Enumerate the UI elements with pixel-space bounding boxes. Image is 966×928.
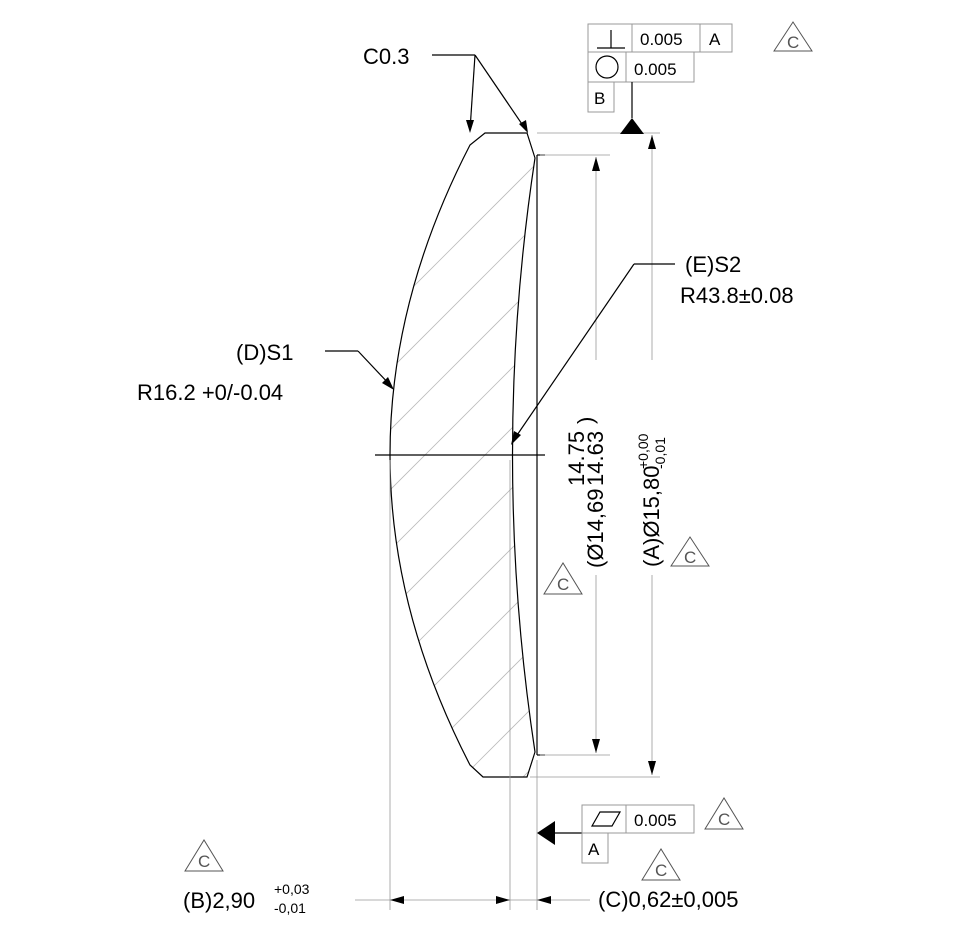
datum-b-label: B (594, 89, 605, 108)
datum-triangle-icon (537, 821, 555, 845)
svg-text:(A)Ø15,80: (A)Ø15,80 (639, 466, 664, 568)
flatness-icon (590, 811, 622, 827)
svg-text:C: C (718, 810, 730, 829)
feature-control-frame-bottom: 0.005 A (537, 804, 695, 864)
surface-s1-radius: R16.2 +0/-0.04 (137, 380, 283, 405)
circularity-icon (595, 55, 619, 79)
svg-text:0.005: 0.005 (634, 811, 677, 830)
svg-text:(B)2,90: (B)2,90 (183, 888, 255, 913)
datum-a-label: A (588, 840, 600, 859)
svg-text:0.005: 0.005 (634, 60, 677, 79)
clear-aperture-dimension: (Ø14,69 14.75 14.63 ) (564, 417, 608, 568)
svg-text:C: C (684, 548, 696, 567)
outer-diameter-dimension: (A)Ø15,80 +0,00 -0,01 (635, 433, 668, 567)
surface-s2-radius: R43.8±0.08 (680, 283, 794, 308)
svg-text:+0,00: +0,00 (635, 433, 651, 469)
svg-text:14.63: 14.63 (583, 431, 608, 486)
surface-s1-label: (D)S1 (236, 340, 293, 365)
section-hatching (390, 159, 535, 777)
edge-thickness-dimension: (C)0,62±0,005 (598, 887, 739, 912)
special-characteristic-icon: C (543, 562, 583, 595)
svg-text:-0,01: -0,01 (274, 900, 306, 916)
surface-s2-label: (E)S2 (685, 252, 741, 277)
svg-text:C: C (655, 861, 667, 880)
svg-text:+0,03: +0,03 (274, 881, 310, 897)
special-characteristic-icon: C (641, 848, 681, 881)
datum-triangle-icon (620, 118, 644, 134)
lens-profile (389, 132, 536, 778)
feature-control-frame-top: 0.005 A 0.005 B (587, 23, 733, 134)
svg-text:C: C (787, 33, 799, 52)
special-characteristic-icon: C (670, 536, 710, 567)
special-characteristic-icon: C (773, 21, 813, 52)
center-thickness-dimension: (B)2,90 +0,03 -0,01 (183, 881, 310, 916)
svg-text:A: A (709, 30, 721, 49)
svg-text:C: C (198, 852, 210, 871)
svg-text:14.75: 14.75 (564, 431, 589, 486)
special-characteristic-icon: C (704, 797, 744, 830)
svg-text:-0,01: -0,01 (652, 437, 668, 469)
chamfer-label: C0.3 (363, 44, 409, 69)
special-characteristic-icon: C (184, 839, 224, 872)
svg-text:(Ø14,69: (Ø14,69 (583, 489, 608, 569)
svg-text:): ) (573, 417, 598, 424)
svg-text:0.005: 0.005 (640, 30, 683, 49)
svg-text:C: C (557, 575, 569, 594)
